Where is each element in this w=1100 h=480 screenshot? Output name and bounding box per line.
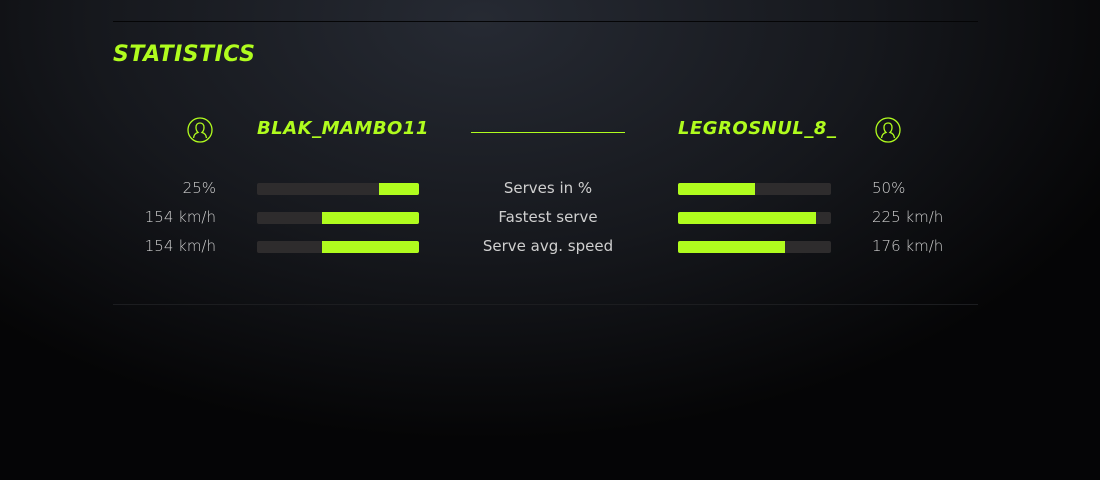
player-2-stat-bar	[678, 183, 831, 195]
player-2-stat-value: 176 km/h	[872, 237, 944, 255]
player-2-name: LEGROSNUL_8_	[678, 118, 837, 139]
bar-fill	[678, 241, 786, 253]
player-1-stat-bar	[257, 241, 419, 253]
player-1-stat-value: 154 km/h	[144, 208, 216, 226]
bar-fill	[378, 183, 419, 195]
bar-fill	[321, 241, 419, 253]
bar-fill	[678, 183, 755, 195]
player-2-stat-bar	[678, 241, 831, 253]
top-divider	[113, 21, 978, 22]
player-1-stat-bar	[257, 212, 419, 224]
player-1-stat-value: 25%	[182, 179, 216, 197]
player-2-stat-value: 50%	[872, 179, 906, 197]
player-1-name: BLAK_MAMBO11	[257, 118, 429, 139]
user-icon	[875, 117, 901, 143]
player-1-stat-value: 154 km/h	[144, 237, 216, 255]
player-2-stat-value: 225 km/h	[872, 208, 944, 226]
versus-divider	[471, 132, 625, 133]
user-icon	[187, 117, 213, 143]
stat-label: Fastest serve	[498, 208, 598, 226]
bar-fill	[321, 212, 419, 224]
stat-label: Serve avg. speed	[482, 237, 614, 255]
bottom-divider	[113, 304, 978, 305]
stat-label: Serves in %	[503, 179, 593, 197]
page-title: STATISTICS	[113, 42, 256, 67]
bar-fill	[678, 212, 816, 224]
player-2-stat-bar	[678, 212, 831, 224]
player-1-stat-bar	[257, 183, 419, 195]
